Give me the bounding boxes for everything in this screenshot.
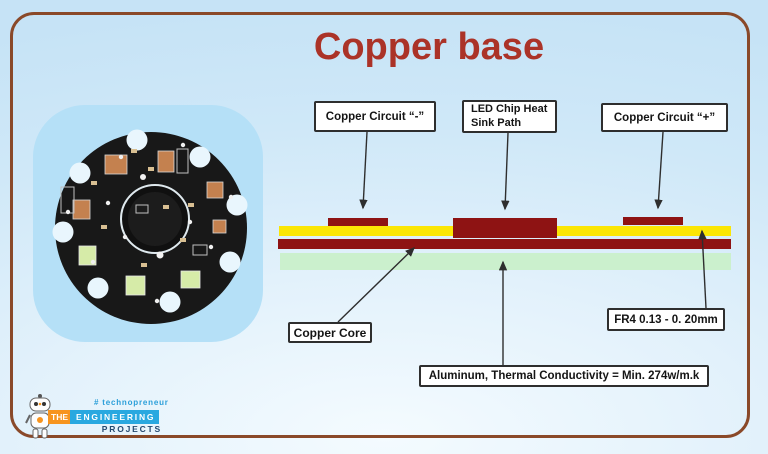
copper-pad-negative — [328, 218, 388, 226]
pcb-solder-pads — [91, 149, 194, 267]
label-aluminum: Aluminum, Thermal Conductivity = Min. 27… — [419, 365, 709, 387]
page-title: Copper base — [313, 26, 545, 68]
label-copper-circuit-plus: Copper Circuit “+” — [601, 103, 728, 132]
label-fr4-text: FR4 0.13 - 0. 20mm — [614, 313, 718, 326]
label-led-line2: Sink Path — [471, 116, 522, 129]
logo-the: THE — [48, 410, 71, 424]
label-aluminum-text: Aluminum, Thermal Conductivity = Min. 27… — [428, 370, 700, 382]
label-led-line1: LED Chip Heat — [471, 102, 548, 115]
led-heat-sink-pad — [453, 218, 557, 238]
label-copper-circuit-minus-text: Copper Circuit “-” — [325, 110, 425, 123]
label-copper-circuit-minus: Copper Circuit “-” — [314, 101, 436, 132]
pcb-mount-holes — [52, 129, 248, 313]
label-copper-core: Copper Core — [288, 322, 372, 343]
label-copper-core-text: Copper Core — [293, 325, 367, 340]
logo-projects: PROJECTS — [101, 424, 162, 434]
logo-tagline: # technopreneur — [94, 398, 169, 407]
aluminum-base-layer — [280, 253, 731, 270]
label-fr4-thickness: FR4 0.13 - 0. 20mm — [607, 308, 725, 331]
copper-pad-positive — [623, 217, 683, 225]
label-copper-circuit-plus-text: Copper Circuit “+” — [613, 111, 716, 124]
pcb-copper-pads — [72, 150, 227, 234]
round-led-pcb-image — [52, 129, 248, 324]
logo-engineering: ENGINEERING — [70, 410, 160, 424]
label-led-chip-heat-sink-path: LED Chip Heat Sink Path — [462, 100, 557, 133]
frame-border — [10, 12, 750, 438]
pcb-photo-panel — [33, 105, 263, 342]
copper-core-layer — [278, 239, 731, 249]
pcb-vias — [65, 142, 234, 304]
